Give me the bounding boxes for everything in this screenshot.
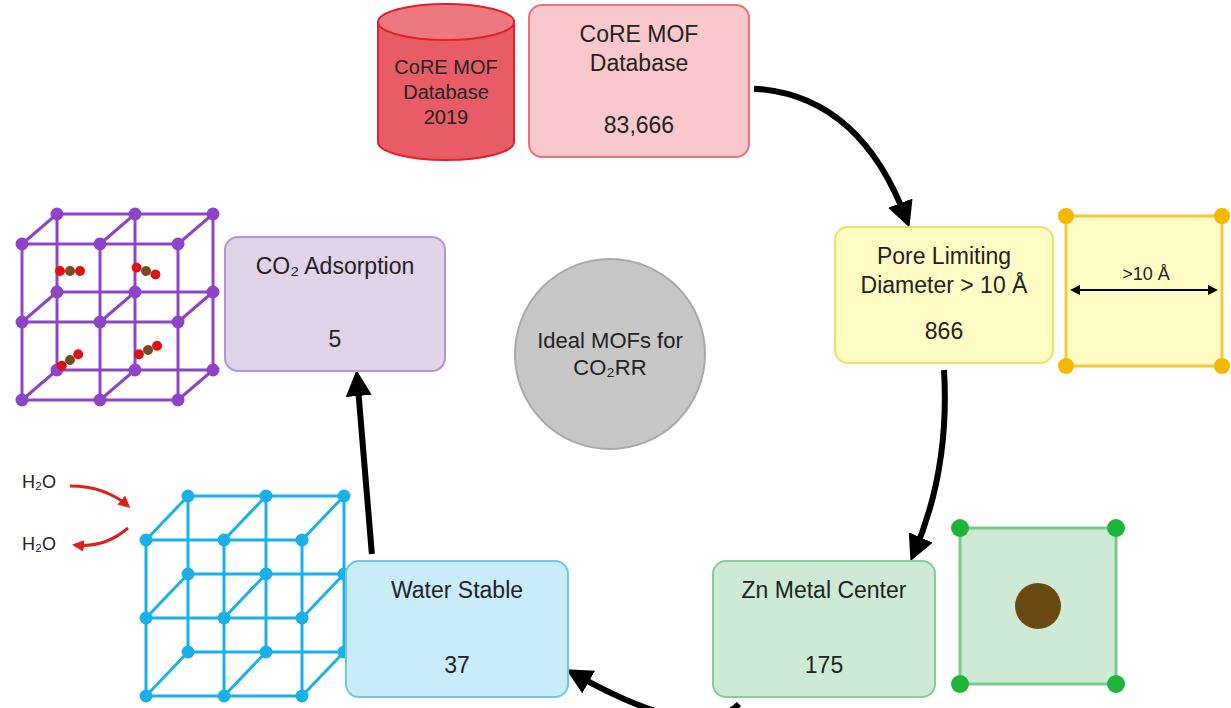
- process-box: Pore Limiting Diameter > 10 Å 866: [834, 226, 1054, 364]
- database-cylinder: CoRE MOF Database 2019: [376, 2, 516, 162]
- purple-lattice: [16, 208, 220, 407]
- dimension-arrow: [1072, 289, 1216, 291]
- process-box: CO₂ Adsorption 5: [224, 236, 446, 372]
- flow-arrow: [914, 370, 945, 554]
- flow-arrow: [357, 378, 372, 554]
- pore-square: [1066, 216, 1222, 366]
- flow-arrow: [754, 89, 907, 220]
- node-title: Zn Metal Center: [742, 576, 907, 605]
- dimension-label: >10 Å: [1120, 264, 1172, 285]
- node-count: 5: [329, 325, 342, 354]
- node-title: Pore Limiting Diameter > 10 Å: [848, 242, 1040, 300]
- co2-molecules: [55, 261, 164, 373]
- zn-corners: [951, 519, 1125, 693]
- water-label: H₂O: [22, 472, 56, 493]
- node-title: CoRE MOF Database: [542, 20, 736, 78]
- goal-circle: Ideal MOFs for CO₂RR: [514, 258, 706, 450]
- water-in-arrow: [70, 486, 128, 506]
- node-count: 83,666: [604, 111, 674, 140]
- node-title: CO₂ Adsorption: [256, 252, 415, 281]
- node-title: Ideal MOFs for CO₂RR: [536, 327, 684, 382]
- process-box: CoRE MOF Database 83,666: [528, 4, 750, 158]
- water-label: H₂O: [22, 534, 56, 555]
- pore-corners: [1058, 208, 1230, 374]
- zn-atom: [1015, 583, 1061, 629]
- zn-square: [960, 528, 1116, 684]
- process-box: Water Stable 37: [345, 560, 569, 698]
- node-count: 175: [805, 651, 843, 680]
- node-count: 37: [444, 651, 470, 680]
- process-box: Zn Metal Center 175: [712, 560, 936, 698]
- node-title: CoRE MOF Database 2019: [386, 55, 506, 130]
- node-count: 866: [925, 317, 963, 346]
- blue-lattice: [140, 490, 351, 703]
- water-out-arrow: [75, 528, 128, 545]
- node-title: Water Stable: [391, 576, 523, 605]
